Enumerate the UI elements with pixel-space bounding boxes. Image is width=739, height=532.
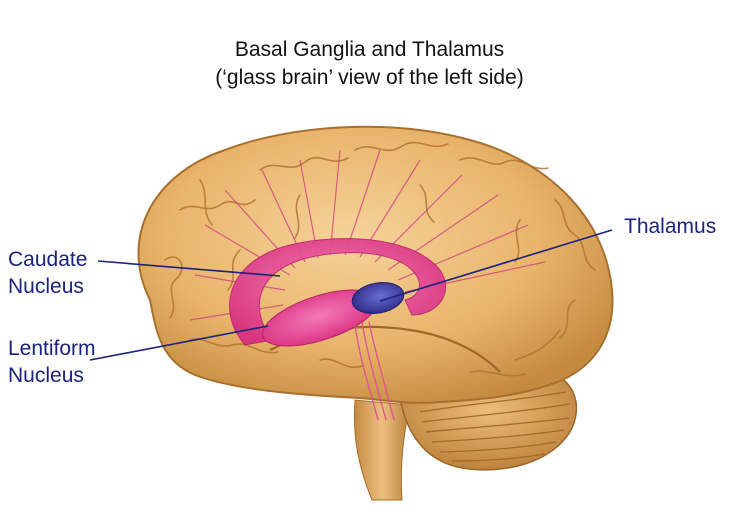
thalamus-label: Thalamus [624, 215, 717, 238]
lentiform-nucleus-label: Lentiform Nucleus [8, 337, 96, 387]
caudate-nucleus [229, 238, 446, 346]
lentiform-leader-line [89, 325, 269, 361]
diagram-title: Basal Ganglia and Thalamus [234, 38, 505, 61]
descending-fibers [354, 321, 395, 421]
caudate-nucleus-label: Caudate Nucleus [8, 248, 88, 298]
thalamus-leader-line [379, 229, 613, 302]
diagram-subtitle: (‘glass brain’ view of the left side) [215, 66, 524, 89]
brainstem [353, 399, 411, 501]
caudate-leader-line [97, 260, 281, 277]
